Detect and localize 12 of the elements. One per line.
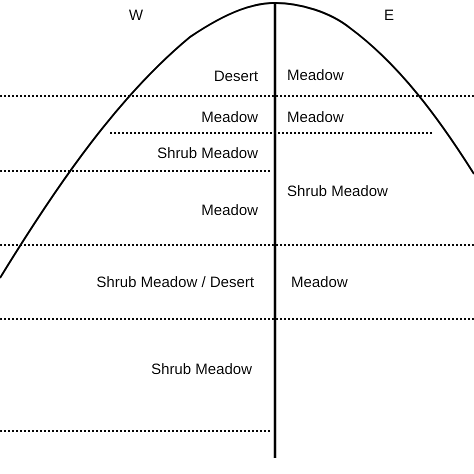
zone-label: Meadow (291, 274, 348, 292)
zone-label: Meadow (201, 109, 258, 127)
zone-label: Shrub Meadow (287, 183, 388, 201)
direction-label: W (128, 7, 144, 25)
zone-label: Meadow (287, 67, 344, 85)
zone-label: Shrub Meadow (151, 361, 252, 379)
zone-label: Desert (214, 68, 258, 86)
direction-label: E (384, 7, 394, 25)
zone-label: Shrub Meadow / Desert (96, 274, 254, 292)
zone-label: Shrub Meadow (157, 145, 258, 163)
zone-label: Meadow (201, 202, 258, 220)
zone-label: Meadow (287, 109, 344, 127)
